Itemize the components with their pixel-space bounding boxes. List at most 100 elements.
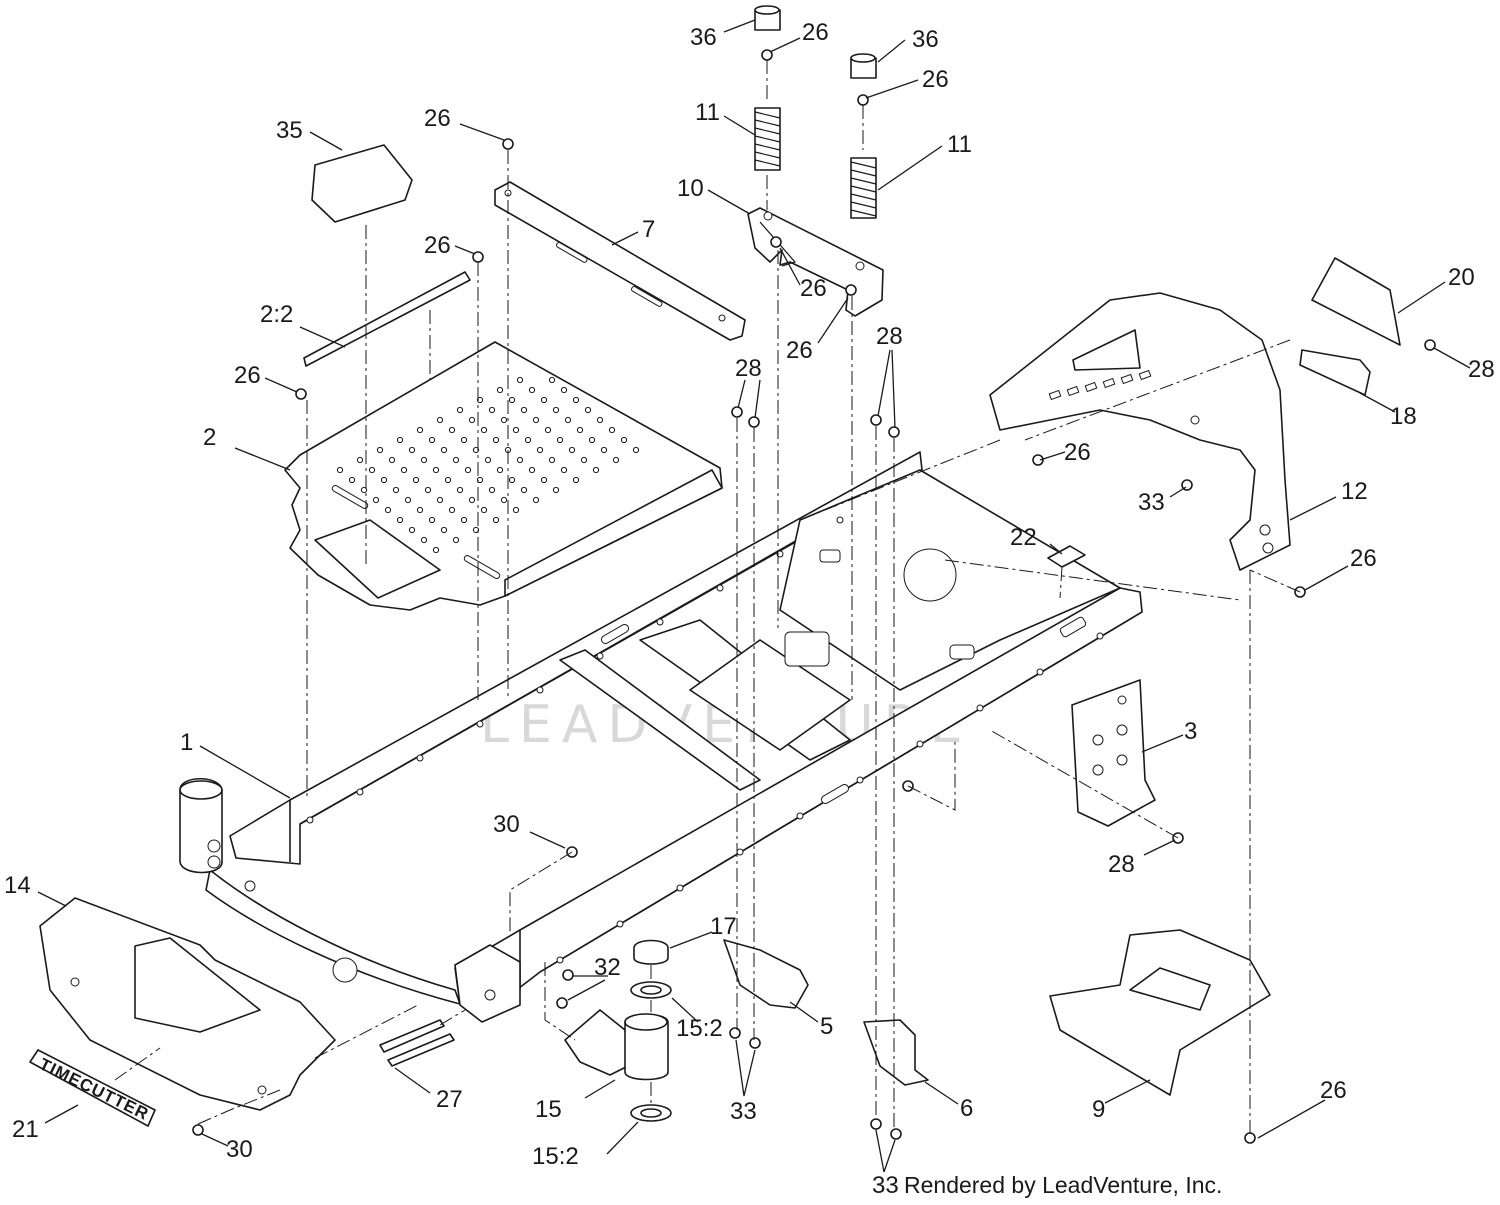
- callout-36: 36: [912, 26, 939, 53]
- floor-pan-hole: [532, 496, 540, 504]
- floor-pan-hole: [432, 466, 440, 474]
- floor-pan-hole: [488, 406, 496, 414]
- floor-pan-hole: [492, 436, 500, 444]
- floor-pan-hole: [380, 476, 388, 484]
- callout-15: 15: [535, 1096, 562, 1123]
- part-caster-mount-15: [564, 1009, 669, 1081]
- floor-pan-hole: [412, 476, 420, 484]
- floor-pan-hole: [540, 476, 548, 484]
- part-spring-right: [850, 157, 877, 219]
- floor-pan-hole: [420, 456, 428, 464]
- floor-pan-hole: [612, 456, 620, 464]
- floor-pan-hole: [448, 426, 456, 434]
- callout-20: 20: [1448, 264, 1475, 291]
- callout-36: 36: [690, 24, 717, 51]
- assembly-lines: [114, 60, 1301, 1135]
- floor-pan-hole: [408, 526, 416, 534]
- callout-33: 33: [730, 1098, 757, 1125]
- callout-33: 33: [1138, 489, 1165, 516]
- floor-pan-hole: [496, 386, 504, 394]
- floor-pan-hole: [532, 416, 540, 424]
- part-seat-bracket: [494, 181, 746, 341]
- floor-pan-hole: [456, 406, 464, 414]
- floor-pan-hole: [456, 486, 464, 494]
- callout-30: 30: [226, 1136, 253, 1163]
- floor-pan-hole: [552, 486, 560, 494]
- part-bolts-27: [379, 1019, 455, 1067]
- floor-pan-hole: [516, 376, 524, 384]
- part-bracket-18: [1299, 349, 1371, 396]
- floor-pan-hole: [548, 456, 556, 464]
- floor-pan-hole: [472, 446, 480, 454]
- floor-pan-hole: [484, 456, 492, 464]
- floor-pan-hole: [464, 466, 472, 474]
- floor-pan-hole: [608, 426, 616, 434]
- floor-pan-hole: [384, 506, 392, 514]
- floor-pan-hole: [476, 476, 484, 484]
- floor-pan-hole: [508, 396, 516, 404]
- floor-pan-hole: [560, 466, 568, 474]
- part-plate-20: [1311, 257, 1401, 346]
- floor-pan-hole: [480, 426, 488, 434]
- part-bracket-5: [723, 939, 809, 1009]
- floor-pan-hole: [592, 466, 600, 474]
- floor-pan-hole: [572, 396, 580, 404]
- callout-26: 26: [802, 19, 829, 46]
- floor-pan-hole: [620, 436, 628, 444]
- floor-pan-hole: [440, 526, 448, 534]
- floor-pan-hole: [520, 406, 528, 414]
- floor-pan-hole: [524, 436, 532, 444]
- floor-pan-hole: [588, 436, 596, 444]
- callout-28: 28: [876, 323, 903, 350]
- floor-pan-hole: [540, 396, 548, 404]
- callout-5: 5: [820, 1013, 833, 1040]
- part-floor-pan: [284, 341, 723, 611]
- credit-line: Rendered by LeadVenture, Inc.: [904, 1172, 1222, 1198]
- floor-pan-hole: [400, 466, 408, 474]
- callout-28: 28: [1468, 356, 1495, 383]
- floor-pan-hole: [336, 466, 344, 474]
- floor-pan-hole: [512, 426, 520, 434]
- part-cap-17: [633, 939, 669, 965]
- floor-pan-hole: [508, 476, 516, 484]
- leader-lines: [37, 19, 1471, 1173]
- callout-15-2: 15:2: [676, 1015, 723, 1042]
- callout-10: 10: [677, 175, 704, 202]
- floor-pan-hole: [528, 386, 536, 394]
- callout-26: 26: [424, 232, 451, 259]
- part-bracket-6: [863, 1019, 929, 1086]
- floor-pan-hole: [496, 466, 504, 474]
- part-main-frame: [179, 451, 1143, 1023]
- callout-15-2: 15:2: [532, 1143, 579, 1170]
- floor-pan-hole: [416, 426, 424, 434]
- callout-9: 9: [1092, 1096, 1105, 1123]
- callout-21: 21: [12, 1116, 39, 1143]
- part-cap-right: [850, 53, 877, 79]
- callout-35: 35: [276, 117, 303, 144]
- floor-pan-hole: [436, 416, 444, 424]
- floor-pan-hole: [572, 476, 580, 484]
- callout-26: 26: [1320, 1077, 1347, 1104]
- floor-pan-hole: [476, 396, 484, 404]
- callout-11: 11: [695, 99, 720, 126]
- floor-pan-hole: [472, 526, 480, 534]
- floor-pan-hole: [560, 386, 568, 394]
- floor-pan-hole: [548, 376, 556, 384]
- floor-pan-hole: [452, 456, 460, 464]
- part-bearing-upper: [630, 981, 672, 999]
- floor-pan-hole: [388, 456, 396, 464]
- floor-pan-hole: [448, 506, 456, 514]
- callout-labels: 36 26 36 26 11 11 26 35 10 7 26 26 26 20…: [4, 19, 1495, 1199]
- callout-3: 3: [1184, 718, 1197, 745]
- floor-pan-hole: [452, 536, 460, 544]
- callout-22: 22: [1010, 524, 1037, 551]
- floor-pan-hole: [516, 456, 524, 464]
- callout-26: 26: [800, 275, 827, 302]
- floor-pan-hole: [580, 456, 588, 464]
- floor-pan-hole: [528, 466, 536, 474]
- floor-pan-hole: [556, 436, 564, 444]
- callout-28: 28: [1108, 851, 1135, 878]
- floor-pan-hole: [568, 446, 576, 454]
- floor-pan-hole: [576, 426, 584, 434]
- part-floor-mat: [311, 144, 413, 223]
